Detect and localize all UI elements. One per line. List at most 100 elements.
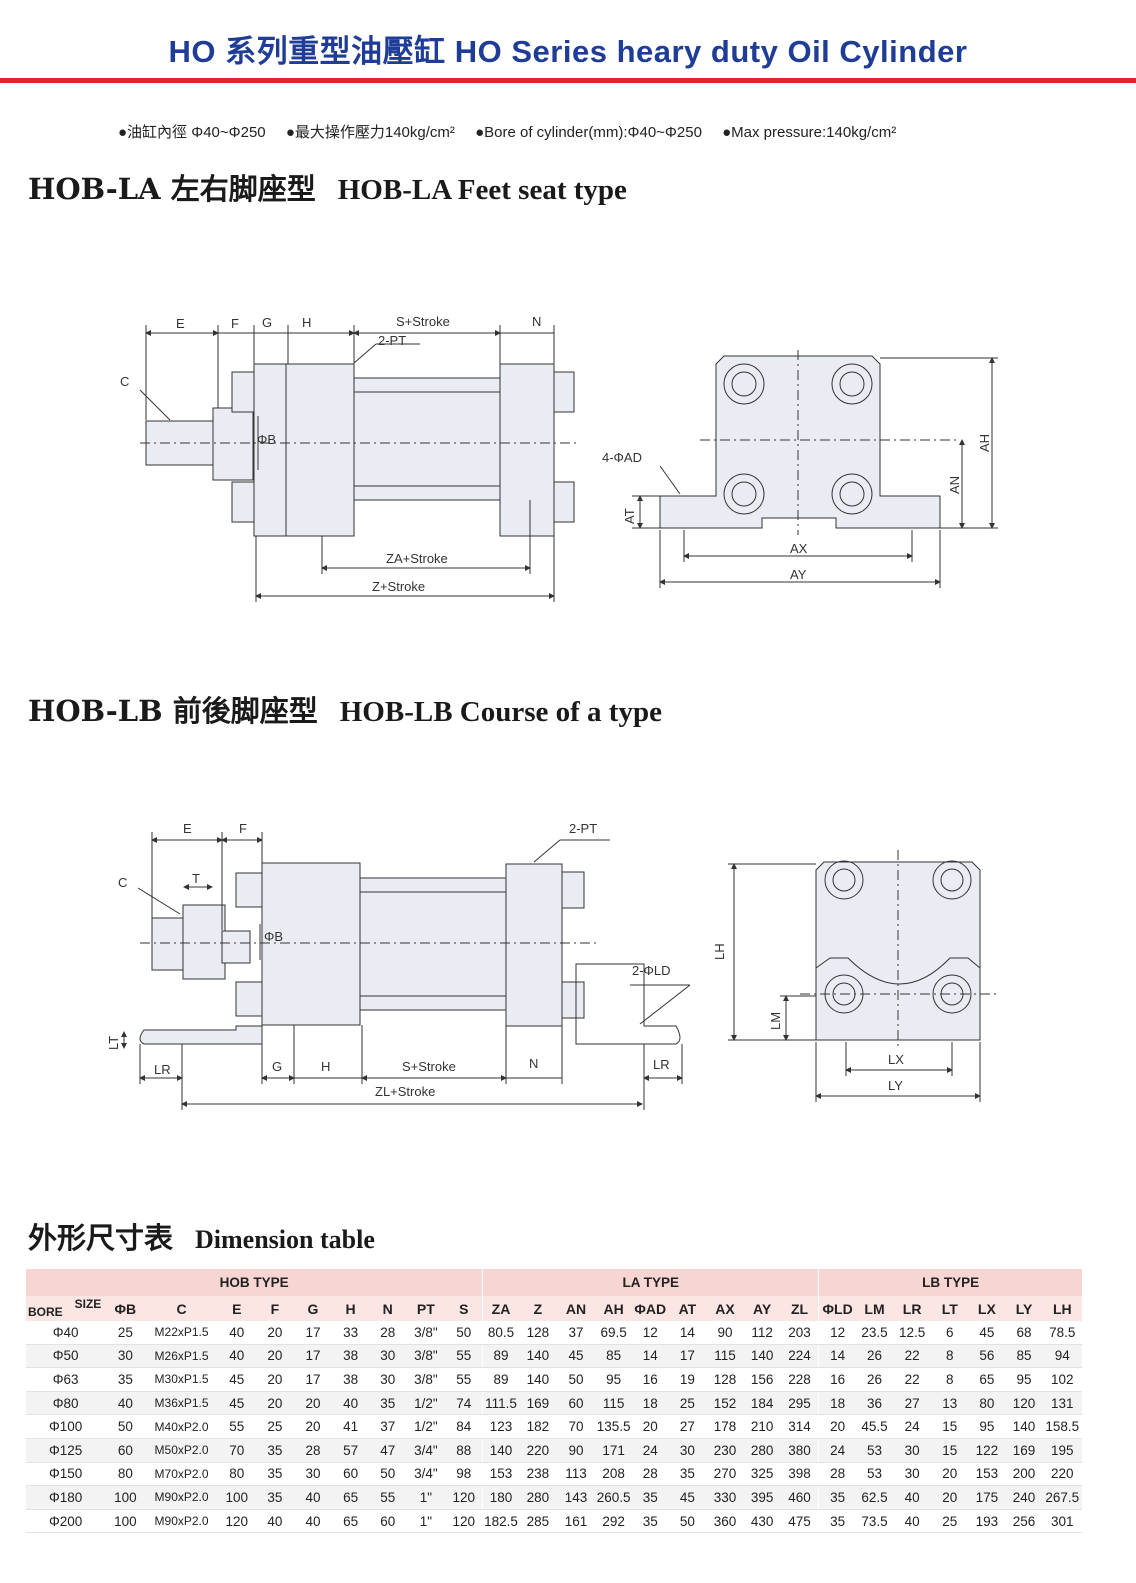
table-cell: 140 [743, 1344, 781, 1369]
table-cell: 69.5 [595, 1321, 633, 1345]
table-cell: M50xP2.0 [145, 1438, 218, 1463]
column-header: ΦB [105, 1296, 146, 1321]
table-cell: 140 [518, 1367, 557, 1392]
table-cell: 314 [780, 1414, 819, 1439]
table-cell: 22 [893, 1344, 932, 1369]
table-cell: 30 [105, 1344, 146, 1369]
section-la-en: HOB-LA Feet seat type [337, 174, 627, 206]
table-cell: 24 [818, 1438, 856, 1463]
table-cell: 111.5 [482, 1391, 519, 1416]
table-cell: 20 [293, 1391, 333, 1416]
table-cell: 15 [931, 1438, 969, 1463]
table-cell: 330 [706, 1485, 744, 1510]
table-cell: 113 [556, 1462, 596, 1487]
table-cell: 280 [518, 1485, 557, 1510]
column-header: LM [855, 1296, 894, 1321]
table-cell: 292 [595, 1509, 633, 1534]
la-label-ay: AY [790, 567, 807, 582]
table-cell: 50 [445, 1321, 483, 1345]
table-cell: 153 [968, 1462, 1006, 1487]
table-cell: 28 [632, 1462, 669, 1487]
table-cell: 78.5 [1042, 1321, 1082, 1345]
column-header: PT [406, 1296, 446, 1321]
lb-label-lx: LX [888, 1052, 904, 1067]
la-label-ah: AH [977, 434, 992, 452]
table-cell: 195 [1042, 1438, 1082, 1463]
table-cell: 152 [706, 1391, 744, 1416]
table-cell: 35 [632, 1485, 669, 1510]
table-cell: 260.5 [595, 1485, 633, 1510]
table-cell: 85 [595, 1344, 633, 1369]
table-cell: 19 [668, 1367, 707, 1392]
table-cell: 3/8" [406, 1321, 446, 1345]
lb-label-t: T [192, 871, 200, 886]
spec-pressure-cn: ●最大操作壓力140kg/cm² [285, 124, 455, 141]
table-cell: 30 [668, 1438, 707, 1463]
table-cell: 74 [445, 1391, 483, 1416]
table-cell: 171 [595, 1438, 633, 1463]
table-cell: 68 [1005, 1321, 1043, 1345]
table-cell: 65 [332, 1509, 370, 1534]
table-cell: 12 [632, 1321, 669, 1345]
table-cell: 158.5 [1042, 1414, 1082, 1439]
table-cell: 161 [556, 1509, 596, 1534]
table-cell: M36xP1.5 [145, 1391, 218, 1416]
table-cell: 25 [931, 1509, 969, 1534]
bore-cell: Φ200 [26, 1509, 106, 1534]
table-cell: 89 [482, 1367, 519, 1392]
bore-cell: Φ100 [26, 1414, 106, 1439]
table-cell: 57 [332, 1438, 370, 1463]
table-cell: 12 [818, 1321, 856, 1345]
table-cell: 94 [1042, 1344, 1082, 1369]
table-cell: 28 [293, 1438, 333, 1463]
table-cell: 120 [445, 1509, 483, 1534]
lb-label-lr-left: LR [154, 1062, 171, 1077]
table-cell: 228 [780, 1367, 819, 1392]
column-header: F [255, 1296, 294, 1321]
group-hob-type: HOB TYPE [26, 1269, 483, 1296]
table-cell: 50 [556, 1367, 596, 1392]
la-label-b: ΦB [257, 432, 276, 447]
table-cell: 25 [255, 1414, 294, 1439]
column-header: LH [1042, 1296, 1082, 1321]
table-cell: 122 [968, 1438, 1006, 1463]
table-cell: 35 [255, 1438, 294, 1463]
column-header: ΦLD [818, 1296, 856, 1321]
bore-cell: Φ63 [26, 1367, 106, 1392]
la-label-s-stroke: S+Stroke [396, 314, 450, 329]
table-cell: 45 [968, 1321, 1006, 1345]
column-header: ZA [482, 1296, 519, 1321]
bore-cell: Φ80 [26, 1391, 106, 1416]
table-cell: 18 [632, 1391, 669, 1416]
table-cell: 270 [706, 1462, 744, 1487]
table-cell: 45 [668, 1485, 707, 1510]
table-cell: M30xP1.5 [145, 1367, 218, 1392]
table-cell: M40xP2.0 [145, 1414, 218, 1439]
table-cell: 169 [518, 1391, 557, 1416]
section-table-cn: 外形尺寸表 [28, 1221, 174, 1255]
table-cell: 40 [293, 1485, 333, 1510]
table-cell: 56 [968, 1344, 1006, 1369]
la-label-h: H [302, 315, 311, 330]
table-cell: M90xP2.0 [145, 1485, 218, 1510]
table-cell: 40 [105, 1391, 146, 1416]
bore-cell: Φ50 [26, 1344, 106, 1369]
table-cell: 95 [968, 1414, 1006, 1439]
table-cell: M22xP1.5 [145, 1321, 218, 1345]
table-cell: 60 [332, 1462, 370, 1487]
table-cell: 40 [893, 1509, 932, 1534]
table-cell: 8 [931, 1367, 969, 1392]
column-header: S [445, 1296, 483, 1321]
table-cell: 35 [818, 1509, 856, 1534]
table-cell: 40 [893, 1485, 932, 1510]
table-cell: 30 [369, 1367, 407, 1392]
table-cell: 20 [255, 1321, 294, 1345]
la-label-ax: AX [790, 541, 808, 556]
column-header: AN [556, 1296, 596, 1321]
